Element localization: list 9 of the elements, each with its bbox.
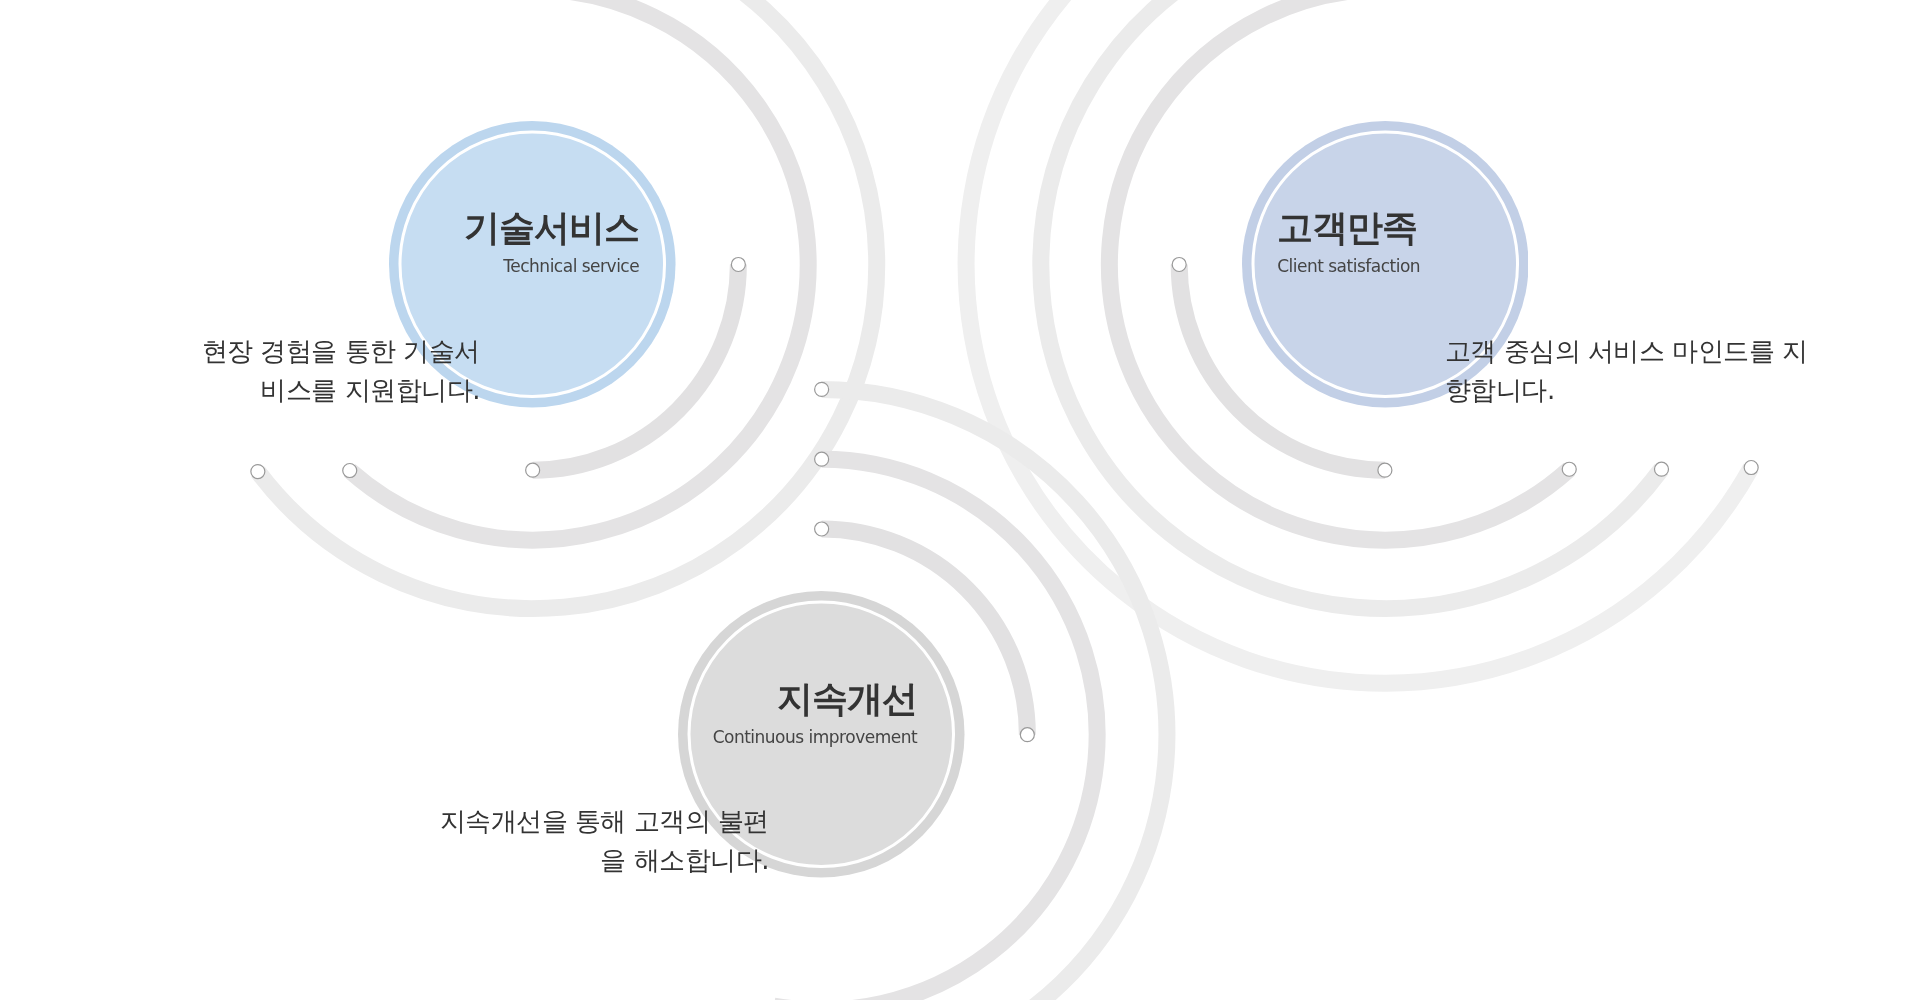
subheading: Continuous improvement — [712, 726, 918, 747]
description-text: 고객 중심의 서비스 마인드를 지향합니다. — [1444, 334, 1809, 407]
heading: 지속개선 — [777, 676, 918, 721]
subheading: Technical service — [503, 256, 640, 277]
description-text: 현장 경험을 통한 기술서비스를 지원합니다. — [200, 334, 480, 407]
heading: 고객만족 — [1277, 206, 1418, 251]
description-text: 지속개선을 통해 고객의 불편을 해소합니다. — [438, 805, 769, 878]
heading: 기술서비스 — [464, 206, 640, 251]
subheading: Client satisfaction — [1277, 256, 1421, 277]
